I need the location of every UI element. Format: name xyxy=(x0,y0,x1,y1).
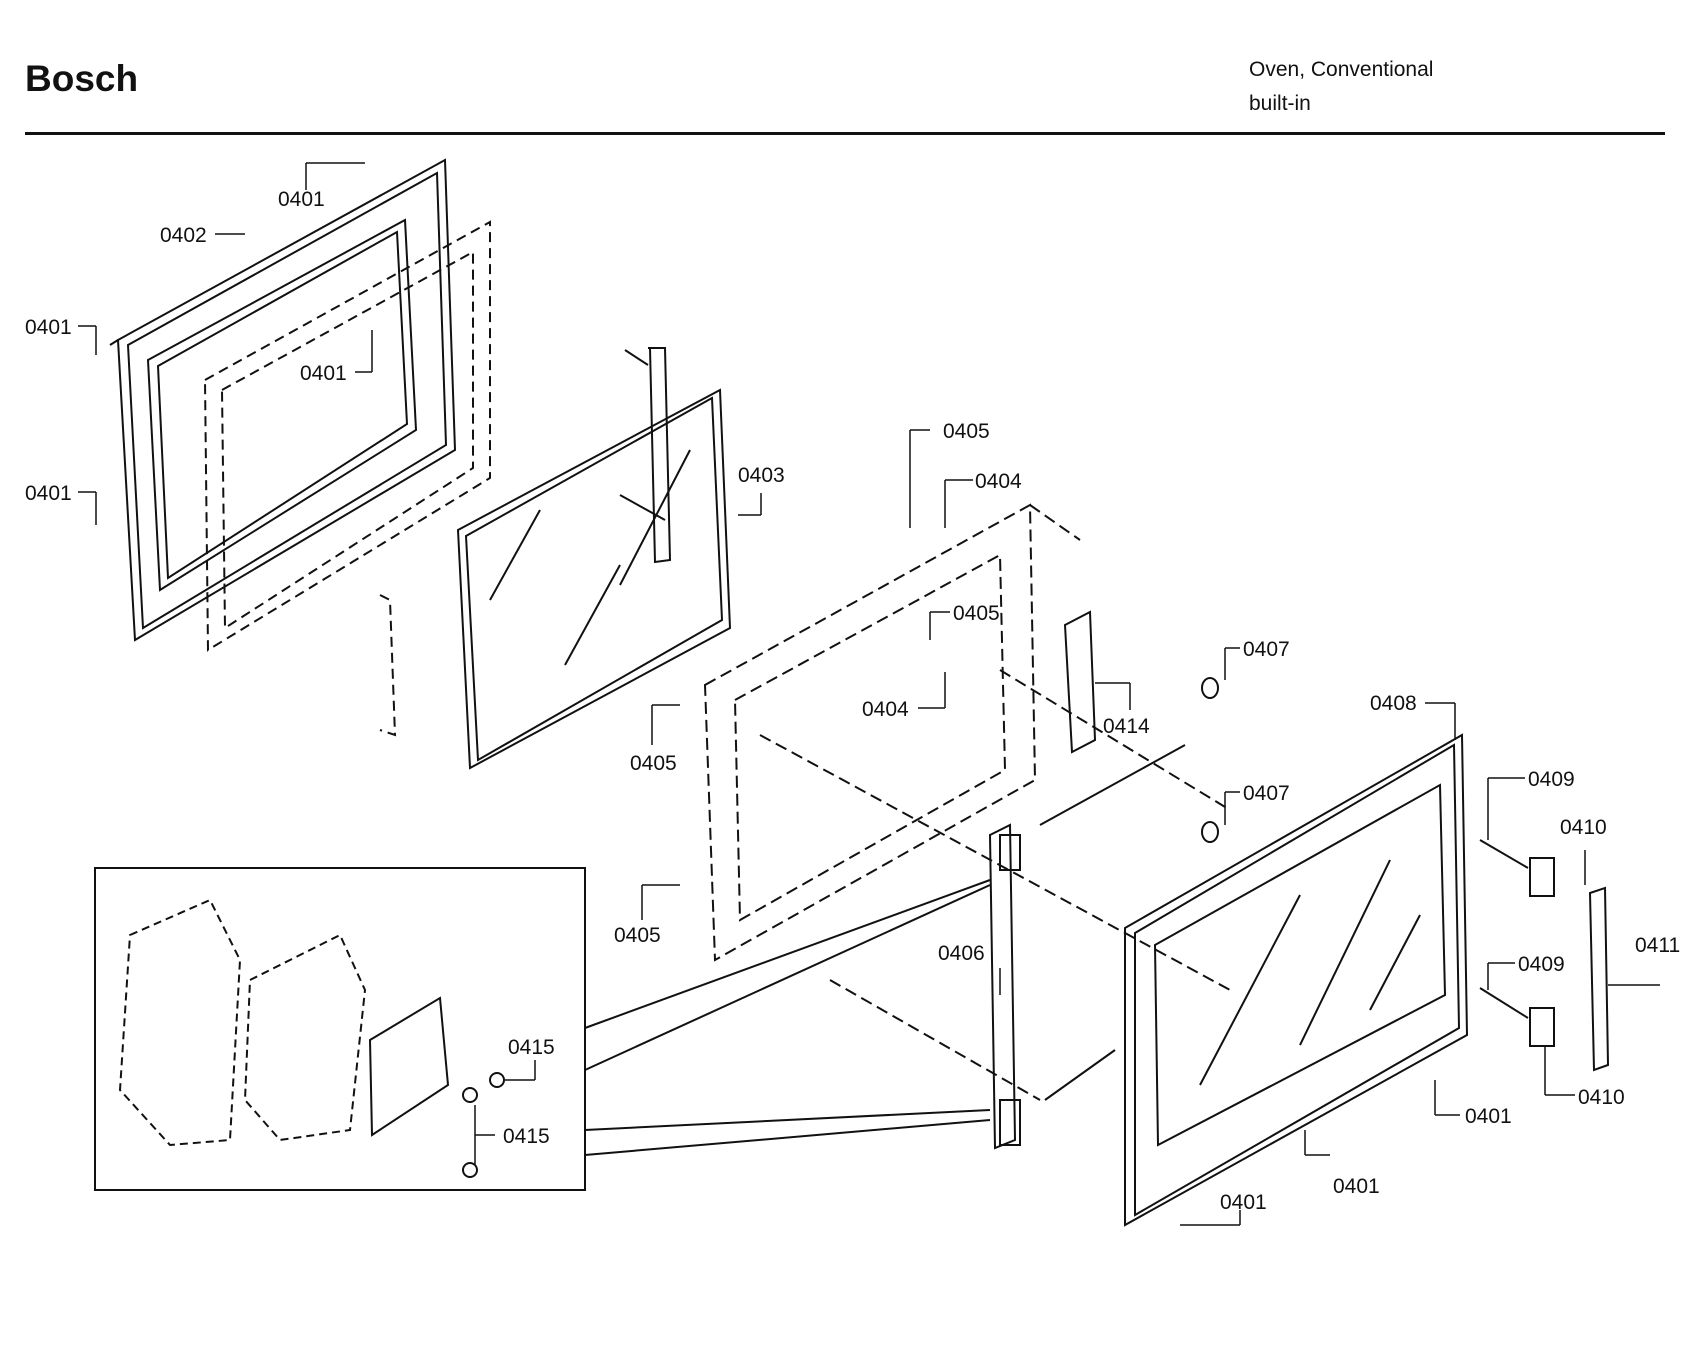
callout-label: 0401 xyxy=(278,188,325,211)
callout-label: 0401 xyxy=(25,316,72,339)
callout-label: 0402 xyxy=(160,224,207,247)
callout-label: 0401 xyxy=(1220,1191,1267,1214)
inner-glass-panel xyxy=(456,388,732,770)
callout-label: 0405 xyxy=(943,420,990,443)
callout-label: 0410 xyxy=(1560,816,1607,839)
callout-label: 0408 xyxy=(1370,692,1417,715)
door-frame-assembly xyxy=(703,503,1231,1101)
callout-label: 0409 xyxy=(1518,953,1565,976)
callout-label: 0411 xyxy=(1635,934,1680,957)
outer-door-frame xyxy=(109,158,457,642)
callout-label: 0415 xyxy=(503,1125,550,1148)
callout-label: 0404 xyxy=(862,698,909,721)
inner-liner-frame xyxy=(203,220,491,737)
callout-label: 0401 xyxy=(25,482,72,505)
callout-label: 0401 xyxy=(1465,1105,1512,1128)
callout-label: 0414 xyxy=(1103,715,1150,738)
callout-label: 0409 xyxy=(1528,768,1575,791)
hinge-detail-inset xyxy=(94,867,991,1191)
callout-label: 0407 xyxy=(1243,782,1290,805)
callout-label: 0406 xyxy=(938,942,985,965)
appliance-subtype: built-in xyxy=(1249,92,1311,115)
callout-label: 0410 xyxy=(1578,1086,1625,1109)
callout-label: 0403 xyxy=(738,464,785,487)
side-brackets xyxy=(619,347,672,564)
header-rule xyxy=(25,132,1665,135)
brand-title: Bosch xyxy=(25,58,139,99)
callout-label: 0415 xyxy=(508,1036,555,1059)
handle-assembly xyxy=(1479,839,1610,1072)
callout-label: 0407 xyxy=(1243,638,1290,661)
washers xyxy=(1201,677,1219,843)
callout-label: 0405 xyxy=(614,924,661,947)
callout-label: 0405 xyxy=(630,752,677,775)
callout-label: 0405 xyxy=(953,602,1000,625)
callout-label: 0401 xyxy=(300,362,347,385)
callout-label: 0401 xyxy=(1333,1175,1380,1198)
callout-label: 0404 xyxy=(975,470,1022,493)
front-glass-door xyxy=(1124,733,1469,1227)
appliance-type: Oven, Conventional xyxy=(1249,58,1434,81)
callout-labels: 0401 0402 0401 0401 0401 0403 0405 0404 … xyxy=(25,188,1680,1214)
side-latch-bracket xyxy=(1063,610,1097,754)
callout-leaders xyxy=(78,162,1660,1226)
door-hinge xyxy=(988,744,1186,1150)
